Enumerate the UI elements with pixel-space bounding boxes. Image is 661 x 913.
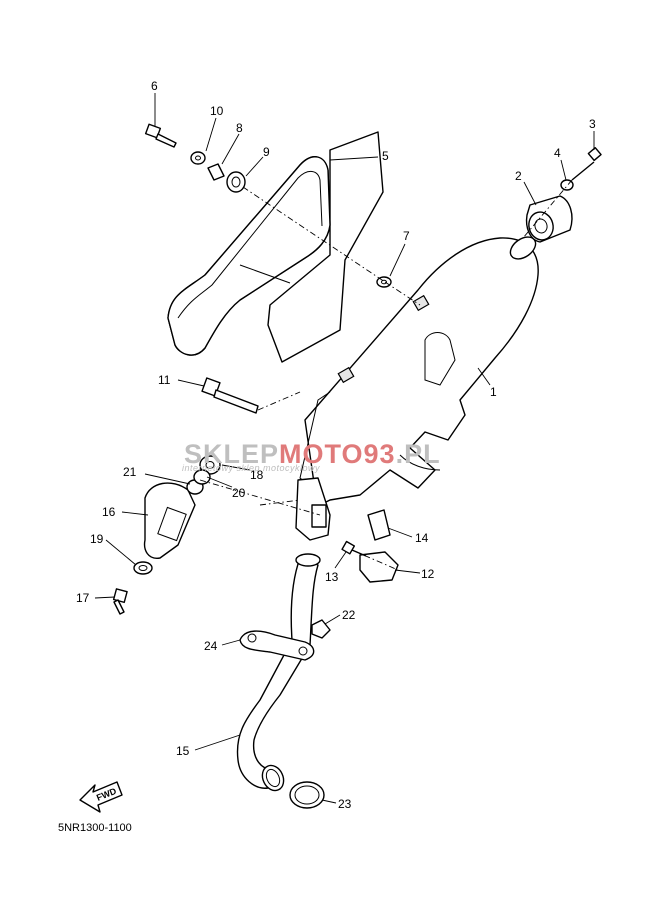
callout-9: 9 bbox=[263, 145, 270, 159]
callout-8: 8 bbox=[236, 121, 243, 135]
callout-1: 1 bbox=[490, 385, 497, 399]
callout-10: 10 bbox=[210, 104, 224, 118]
exhaust-pipe bbox=[236, 553, 325, 809]
watermark-brand: SKLEPMOTO93.PL bbox=[184, 439, 441, 469]
callout-13: 13 bbox=[325, 570, 339, 584]
callout-21: 21 bbox=[123, 465, 137, 479]
callout-3: 3 bbox=[589, 117, 596, 131]
callout-12: 12 bbox=[421, 567, 435, 581]
callout-22: 22 bbox=[342, 608, 356, 622]
callout-18: 18 bbox=[250, 468, 264, 482]
long-bolt bbox=[201, 377, 259, 414]
callout-15: 15 bbox=[176, 744, 190, 758]
callout-5: 5 bbox=[382, 149, 389, 163]
muffler bbox=[295, 236, 539, 541]
callout-numbers: 6 10 8 9 5 7 3 4 2 1 11 18 21 20 16 19 1… bbox=[76, 79, 596, 811]
callout-20: 20 bbox=[232, 486, 246, 500]
fwd-arrow-icon: FWD bbox=[79, 781, 123, 813]
callout-7: 7 bbox=[403, 229, 410, 243]
assembly-lines bbox=[199, 179, 573, 571]
grommet-set bbox=[193, 455, 221, 485]
callout-16: 16 bbox=[102, 505, 116, 519]
diagram-code: 5NR1300-1100 bbox=[58, 822, 132, 834]
heat-protector bbox=[167, 131, 384, 363]
callout-14: 14 bbox=[415, 531, 429, 545]
callout-24: 24 bbox=[204, 639, 218, 653]
watermark: SKLEPMOTO93.PL internetowy sklep motocyk… bbox=[182, 439, 441, 473]
callout-19: 19 bbox=[90, 532, 104, 546]
muffler-bracket bbox=[133, 479, 204, 575]
callout-2: 2 bbox=[515, 169, 522, 183]
pipe-clamp-parts bbox=[112, 509, 399, 639]
callout-4: 4 bbox=[554, 146, 561, 160]
heat-protector-fasteners bbox=[144, 123, 392, 288]
leader-lines bbox=[94, 93, 595, 804]
callout-11: 11 bbox=[158, 373, 171, 387]
callout-17: 17 bbox=[76, 591, 90, 605]
watermark-tagline: internetowy sklep motocyklowy bbox=[182, 463, 320, 473]
damper-assembly bbox=[525, 147, 602, 243]
callout-6: 6 bbox=[151, 79, 158, 93]
callout-23: 23 bbox=[338, 797, 352, 811]
